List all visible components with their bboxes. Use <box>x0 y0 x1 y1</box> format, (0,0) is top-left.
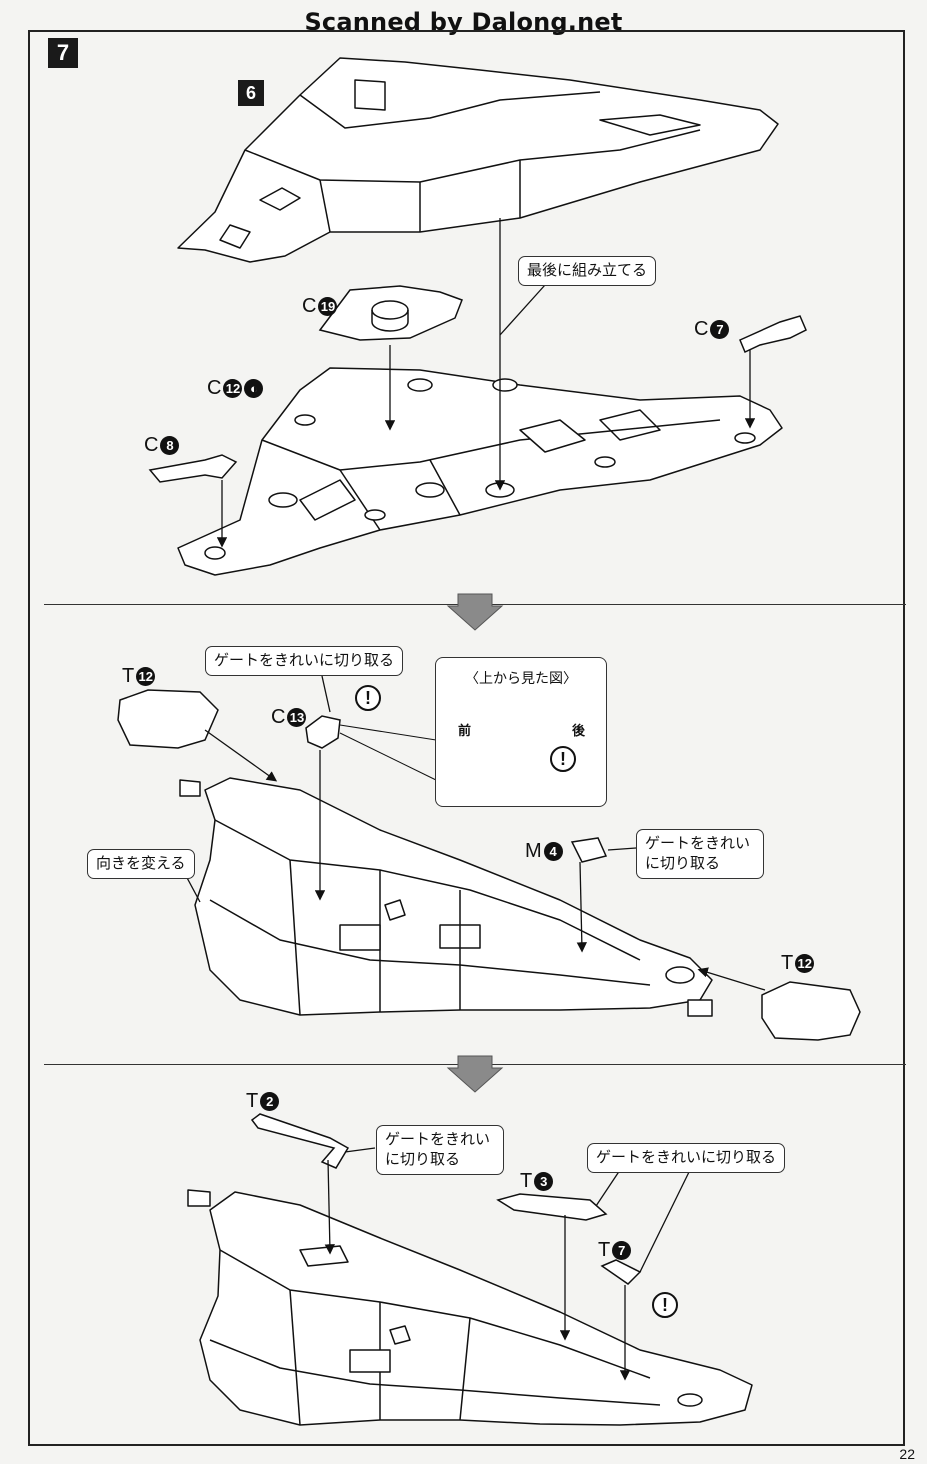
part-letter: C <box>271 706 286 728</box>
upper-hull-drawing <box>177 57 779 263</box>
part-letter: T <box>781 952 794 974</box>
inset-front-label: 前 <box>458 723 472 738</box>
inset-title: 〈上から見た図〉 <box>465 670 577 686</box>
part-number-badge: 19 <box>318 297 338 316</box>
lower-frame-drawing <box>177 367 783 576</box>
inset-back-label: 後 <box>572 723 586 738</box>
callout-leader-4 <box>607 847 637 851</box>
part-label-t12-left: T 12 <box>122 665 156 688</box>
callout-gate-cut-t2: ゲートをきれい に切り取る <box>376 1125 504 1175</box>
page-number: 22 <box>899 1446 915 1462</box>
assembled-ship-drawing-2 <box>179 777 713 1017</box>
callout-leader-6 <box>595 1169 621 1207</box>
part-t12-left-drawing <box>117 689 219 749</box>
section-3-arrows <box>324 1159 631 1381</box>
part-label-t7: T 7 <box>598 1239 632 1262</box>
callout-gate-cut-c13: ゲートをきれいに切り取る <box>205 646 404 676</box>
part-t7-drawing <box>600 1259 642 1285</box>
part-label-c19: C 19 <box>302 295 338 318</box>
down-arrow-icon <box>446 593 504 631</box>
part-number-badge: 12 <box>795 954 815 973</box>
top-view-inset: 〈上から見た図〉 前 後 ! <box>435 657 607 807</box>
part-c19-drawing <box>318 285 463 341</box>
part-label-t12-right: T 12 <box>781 952 815 975</box>
part-letter: T <box>520 1170 533 1192</box>
part-c7-drawing <box>739 315 807 354</box>
part-letter: C <box>207 377 222 399</box>
part-number-badge: 7 <box>612 1241 632 1260</box>
assembled-ship-drawing-3 <box>187 1189 753 1426</box>
part-letter: C <box>694 318 709 340</box>
part-label-t2: T 2 <box>246 1090 280 1113</box>
part-label-m4: M 4 <box>525 840 563 863</box>
part-letter: C <box>302 295 317 317</box>
part-number-badge: 7 <box>710 320 730 339</box>
step-number: 7 <box>48 38 78 68</box>
callout-leader-3 <box>321 675 331 713</box>
part-c8-drawing <box>148 454 238 483</box>
part-label-c7: C 7 <box>694 318 730 341</box>
section-2-arrows <box>204 729 766 991</box>
part-c13-drawing <box>305 715 341 749</box>
part-letter: T <box>122 665 135 687</box>
part-t3-drawing <box>496 1193 608 1221</box>
part-m4-drawing <box>570 837 608 863</box>
callout-leader-1 <box>499 284 546 336</box>
inset-leader-a <box>339 724 437 741</box>
down-arrow-icon-2 <box>446 1055 504 1093</box>
instruction-frame <box>28 30 905 1446</box>
part-number-badge: 13 <box>287 708 307 727</box>
reference-step-number: 6 <box>238 80 264 106</box>
part-letter: C <box>144 434 159 456</box>
part-number-badge: 12 <box>223 379 243 398</box>
callout-assemble-last: 最後に組み立てる <box>518 256 657 286</box>
part-letter: T <box>598 1239 611 1261</box>
part-number-badge: 12 <box>136 667 156 686</box>
callout-leader-7 <box>639 1169 691 1273</box>
exclamation-icon: ! <box>550 746 576 772</box>
exclamation-icon: ! <box>652 1292 678 1318</box>
inset-leader-b <box>339 732 437 781</box>
callout-leader-5 <box>344 1147 376 1153</box>
part-label-t3: T 3 <box>520 1170 554 1193</box>
callout-change-direction: 向きを変える <box>87 849 195 879</box>
part-number-badge: 2 <box>260 1092 280 1111</box>
section-1-arrows <box>216 218 756 548</box>
half-circle-icon: ◐ <box>244 379 264 398</box>
exclamation-icon: ! <box>355 685 381 711</box>
part-t12-right-drawing <box>761 981 861 1041</box>
part-label-c13: C 13 <box>271 706 307 729</box>
part-letter: T <box>246 1090 259 1112</box>
part-number-badge: 3 <box>534 1172 554 1191</box>
part-letter: M <box>525 840 542 862</box>
part-t2-drawing <box>250 1113 350 1169</box>
part-label-c12: C 12 ◐ <box>207 377 264 400</box>
callout-gate-cut-m4: ゲートをきれい に切り取る <box>636 829 764 879</box>
part-label-c8: C 8 <box>144 434 180 457</box>
part-number-badge: 4 <box>543 842 563 861</box>
callout-gate-cut-t3: ゲートをきれいに切り取る <box>587 1143 786 1173</box>
part-number-badge: 8 <box>160 436 180 455</box>
